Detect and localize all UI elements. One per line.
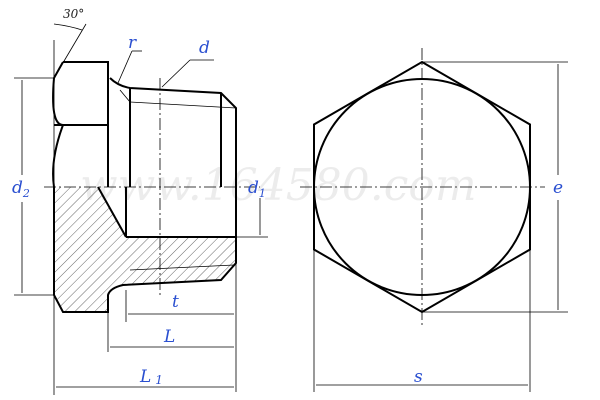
across-corners-label: e	[553, 178, 563, 198]
bore-diameter-label: d1	[248, 178, 266, 200]
across-flats-label: s	[414, 367, 423, 387]
fillet-radius-label: r	[128, 33, 137, 53]
thread-diameter-label: d	[199, 38, 210, 58]
front-view	[300, 48, 568, 392]
angle-label: 30°	[63, 7, 84, 21]
thread-length-label: t	[172, 292, 179, 312]
watermark: www.164580.com	[80, 160, 477, 211]
side-view	[44, 61, 260, 313]
section-hatch-body	[123, 237, 236, 285]
head-diameter-label: d2	[12, 178, 30, 200]
length-label: L	[163, 327, 175, 347]
section-hatch-head	[54, 187, 126, 312]
side-dimensions	[14, 23, 268, 395]
